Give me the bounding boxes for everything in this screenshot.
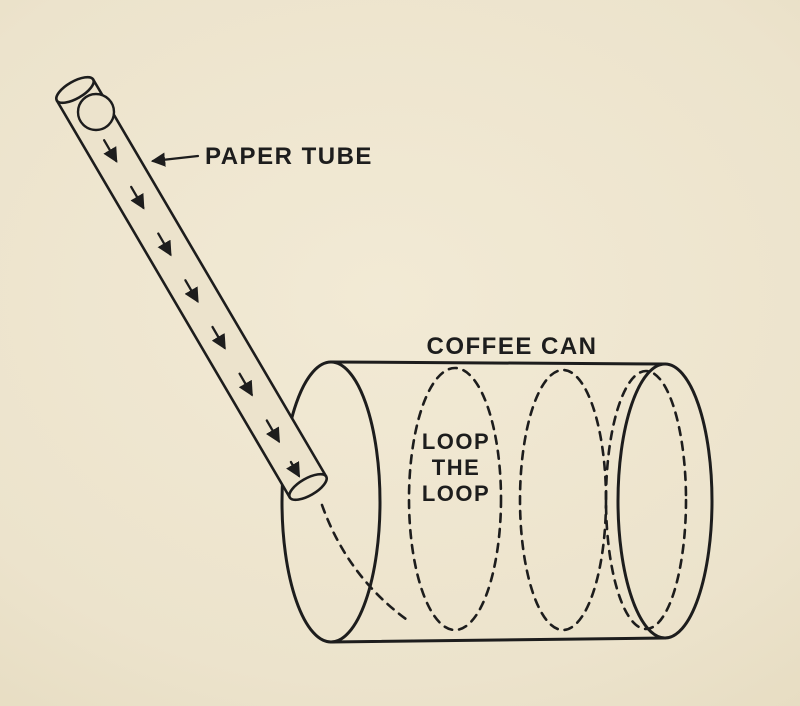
paper-tube-exit-rim	[288, 472, 328, 502]
loop-the-loop-label-line2: THE	[432, 455, 481, 480]
loop-the-loop-label-line1: LOOP	[422, 429, 490, 454]
flow-arrow	[211, 325, 226, 350]
flow-arrows	[102, 139, 301, 478]
paper-tube	[55, 75, 328, 502]
loop-the-loop-label-line3: LOOP	[422, 481, 490, 506]
flow-arrow	[265, 419, 280, 444]
paper-tube-right-wall	[91, 78, 328, 478]
can-left-rim	[280, 360, 382, 644]
flow-arrow	[286, 460, 301, 478]
coffee-can-label: COFFEE CAN	[427, 333, 598, 360]
diagram-labels: PAPER TUBE COFFEE CAN LOOP THE LOOP	[205, 143, 598, 506]
ball	[76, 92, 116, 132]
flow-arrow	[184, 279, 199, 304]
ball-entry-path	[320, 503, 412, 624]
paper-tube-opening-rim	[55, 75, 95, 105]
can-bottom-edge	[329, 636, 667, 644]
paper-tube-label: PAPER TUBE	[205, 143, 373, 170]
flow-arrow	[102, 139, 118, 163]
flow-arrow	[130, 185, 145, 210]
loop-path-ellipse-3	[604, 369, 688, 631]
can-right-rim	[616, 362, 714, 640]
paper-tube-left-wall	[55, 99, 292, 499]
flow-arrow	[157, 232, 172, 257]
can-top-edge	[329, 360, 667, 366]
flow-arrow	[238, 372, 253, 397]
coffee-can	[280, 360, 714, 644]
diagram-linework	[55, 75, 714, 644]
paper-tube-pointer-arrow	[150, 152, 200, 167]
loop-path-ellipse-1	[407, 366, 503, 632]
loop-path-ellipse-2	[518, 368, 608, 632]
